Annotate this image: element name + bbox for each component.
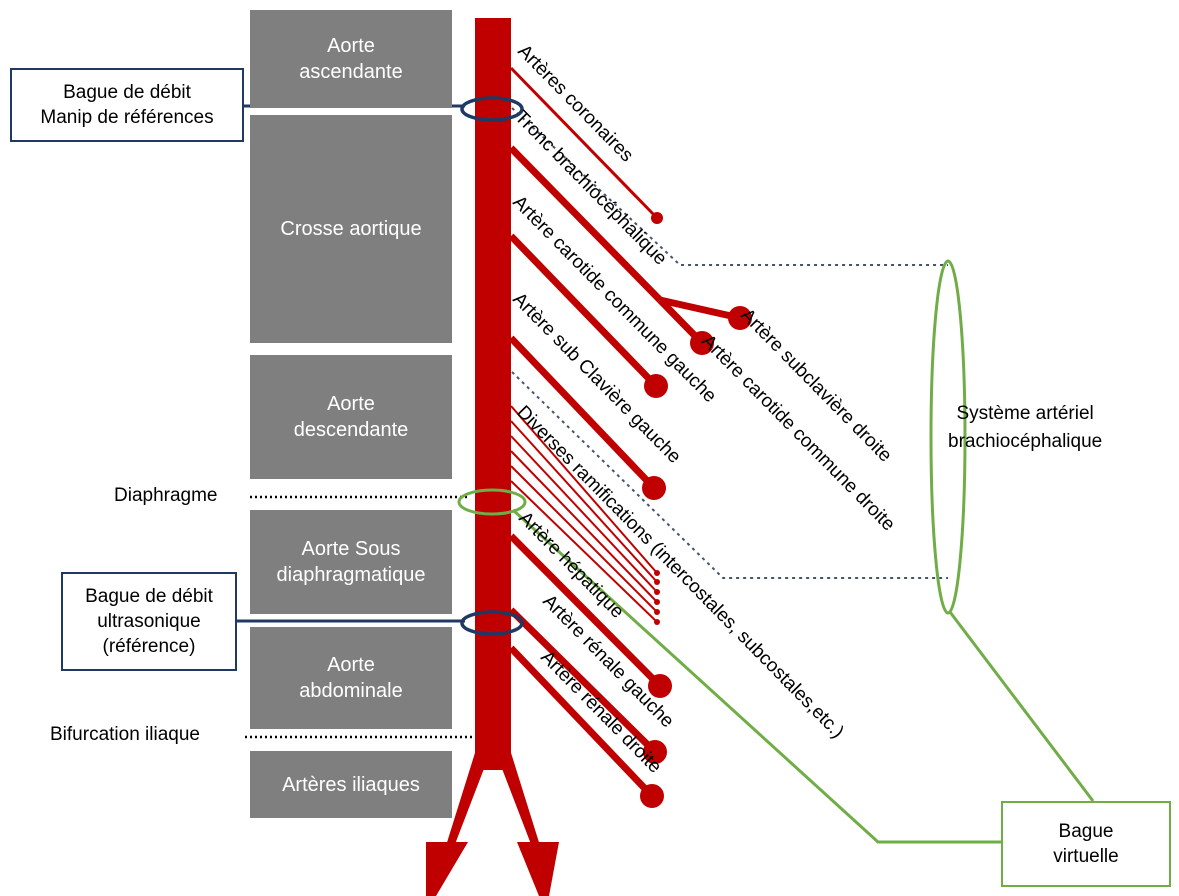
left-subclavian-end xyxy=(642,476,666,500)
right-subclavian-end xyxy=(728,306,752,330)
brachiocephalic-lower-dotted-line xyxy=(511,371,948,579)
segment-crosse-aortique-label: Crosse aortique xyxy=(280,218,422,240)
segment-aorte-descendante-line1: Aorte xyxy=(327,393,375,415)
bague-virtuelle-line2: virtuelle xyxy=(1053,846,1119,867)
label-coronary-arteries: Artères coronaires xyxy=(513,41,637,166)
right-renal-end xyxy=(640,784,664,808)
iliac-left-branch xyxy=(444,740,495,852)
segment-arteres-iliaques: Artères iliaques xyxy=(250,751,452,818)
brachiocephalic-system-ellipse xyxy=(929,259,967,615)
bague-reference-line2: Manip de références xyxy=(40,107,214,128)
right-carotid-end xyxy=(690,331,714,355)
right-renal-branch xyxy=(508,645,655,799)
left-carotid-end xyxy=(644,374,668,398)
left-renal-end xyxy=(643,740,667,764)
flow-ring-reference xyxy=(460,96,524,122)
iliac-right-arrowhead xyxy=(517,842,559,896)
segment-aorte-sous-diaphragmatique-line1: Aorte Sous xyxy=(301,538,401,560)
iliac-left-arrowhead xyxy=(426,842,468,896)
hepatic-artery-branch xyxy=(508,533,663,689)
bague-ultrasonique-line3: (référence) xyxy=(102,636,196,657)
segment-arteres-iliaques-label: Artères iliaques xyxy=(282,773,420,796)
flow-ring-ultrasonic xyxy=(460,610,524,636)
segment-aorte-ascendante: Aorte ascendante xyxy=(250,10,452,108)
bague-virtuelle-line1: Bague xyxy=(1058,821,1114,842)
hepatic-artery-end xyxy=(648,674,672,698)
bague-ultrasonique-box: Bague de débit ultrasonique (référence) xyxy=(61,572,237,671)
systeme-brachiocephalique-line1: Système artériel xyxy=(956,403,1094,424)
bague-reference-line1: Bague de débit xyxy=(63,82,191,103)
intercostal-ramifications xyxy=(510,405,660,625)
bague-virtuelle-box: Bague virtuelle xyxy=(1001,801,1171,887)
right-subclavian-branch xyxy=(659,296,741,322)
left-carotid-branch xyxy=(508,233,659,389)
left-renal-branch xyxy=(508,607,658,755)
segment-aorte-abdominale-line2: abdominale xyxy=(299,680,403,702)
segment-aorte-sous-diaphragmatique: Aorte Sous diaphragmatique xyxy=(250,510,452,614)
brachiocephalic-ellipse-connector xyxy=(948,611,1095,802)
bague-reference-box: Bague de débit Manip de références xyxy=(10,68,244,142)
segment-aorte-abdominale-line1: Aorte xyxy=(327,654,375,676)
segment-aorte-ascendante-line1: Aorte xyxy=(327,35,375,57)
bague-ultrasonique-line1: Bague de débit xyxy=(85,586,213,607)
aorta-trunk xyxy=(475,18,511,770)
segment-crosse-aortique: Crosse aortique xyxy=(250,115,452,343)
segment-aorte-sous-diaphragmatique-line2: diaphragmatique xyxy=(276,564,426,586)
segment-aorte-abdominale: Aorte abdominale xyxy=(250,627,452,729)
coronary-artery-branch xyxy=(509,66,659,220)
brachiocephalic-upper-dotted-line xyxy=(511,107,948,266)
coronary-artery-end xyxy=(651,212,663,224)
systeme-brachiocephalique-line2: brachiocéphalique xyxy=(948,431,1103,452)
iliac-right-branch xyxy=(491,740,542,852)
segment-aorte-descendante: Aorte descendante xyxy=(250,355,452,479)
bifurcation-iliaque-label: Bifurcation iliaque xyxy=(50,724,200,745)
left-subclavian-branch xyxy=(508,335,657,491)
brachiocephalic-trunk-branch xyxy=(508,145,663,303)
virtual-ring-connector xyxy=(511,508,1001,844)
diaphragme-label: Diaphragme xyxy=(114,485,218,506)
bague-ultrasonique-line2: ultrasonique xyxy=(97,611,201,632)
segment-aorte-ascendante-line2: ascendante xyxy=(299,61,403,83)
segment-aorte-descendante-line2: descendante xyxy=(293,419,409,441)
systeme-brachiocephalique-label: Système artériel brachiocéphalique xyxy=(948,400,1102,456)
virtual-ring-diaphragm xyxy=(457,488,527,516)
